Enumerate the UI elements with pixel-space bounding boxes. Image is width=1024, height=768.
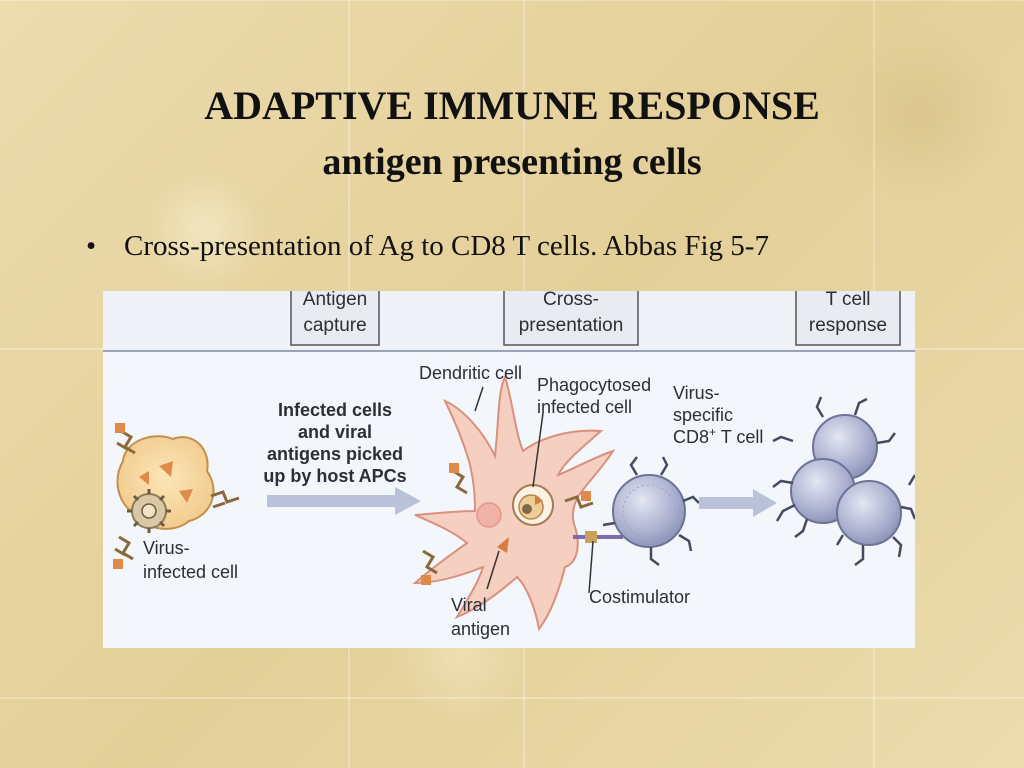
label-costimulator: Costimulator (589, 587, 690, 607)
arrow-text-line-3: antigens picked (267, 444, 403, 464)
cd8-t-cell (602, 456, 700, 566)
label-viral-antigen-line-2: antigen (451, 619, 510, 639)
pointer-lines (474, 386, 594, 594)
arrow-text-line-2: and viral (298, 422, 372, 442)
phagocytosed-cell-icon (512, 484, 554, 526)
arrow-text-line-1: Infected cells (278, 400, 392, 420)
label-viral-antigen-line-1: Viral (451, 595, 487, 615)
dc-mhc-icon (421, 463, 594, 585)
stage-2-line-1: Cross- (543, 291, 599, 310)
stage-1-line-1: Antigen (303, 291, 367, 310)
slide-subtitle: antigen presenting cells (322, 141, 702, 183)
label-virus-infected-line-1: Virus- (143, 538, 190, 558)
response-arrow (699, 489, 777, 517)
stage-1-line-2: capture (303, 315, 366, 336)
bullet-item: • Cross-presentation of Ag to CD8 T cells… (86, 230, 769, 263)
slide-title: ADAPTIVE IMMUNE RESPONSE (204, 83, 820, 128)
mhc-molecule-icon (113, 423, 240, 569)
label-virus-specific-line-2: specific (673, 405, 733, 425)
bullet-dot: • (86, 230, 97, 262)
capture-arrow (267, 487, 421, 515)
bullet-text: Cross-presentation of Ag to CD8 T cells.… (124, 230, 769, 262)
stage-box-t-cell-response: T cell response (795, 291, 901, 346)
figure-canvas: Antigen capture Cross- presentation T ce… (103, 291, 915, 639)
t-cell-clone (836, 480, 902, 546)
t-cell-cluster (772, 396, 915, 566)
capture-arrow-text: Infected cells and viral antigens picked… (263, 400, 406, 486)
label-virus-specific-line-3: CD8+ T cell (673, 425, 763, 447)
arrow-text-line-4: up by host APCs (263, 466, 406, 486)
virus-infected-cell (113, 423, 240, 569)
stage-box-antigen-capture: Antigen capture (290, 291, 380, 346)
stage-box-cross-presentation: Cross- presentation (503, 291, 639, 346)
stage-3-line-1: T cell (825, 291, 870, 310)
label-virus-infected-line-2: infected cell (143, 562, 238, 582)
costimulator-ligand (585, 531, 597, 543)
dendritic-cell (412, 374, 623, 632)
label-phagocytosed-line-2: infected cell (537, 397, 632, 417)
stage-2-line-2: presentation (519, 315, 624, 336)
stage-3-line-2: response (809, 315, 887, 336)
cross-presentation-figure: Antigen capture Cross- presentation T ce… (103, 291, 915, 648)
label-dendritic-cell: Dendritic cell (419, 363, 522, 383)
label-phagocytosed-line-1: Phagocytosed (537, 375, 651, 395)
label-virus-specific-line-1: Virus- (673, 383, 720, 403)
